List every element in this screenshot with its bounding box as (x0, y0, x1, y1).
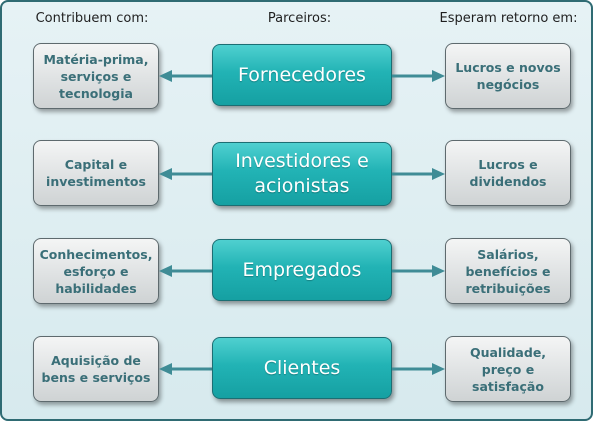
arrow-left-suppliers (159, 70, 212, 82)
return-line: negócios (476, 77, 540, 92)
arrow-right-employees (392, 265, 445, 277)
return-line: Lucros e novos (455, 60, 561, 75)
partner-box-employees: Empregados (212, 239, 392, 301)
contribution-line: habilidades (55, 280, 137, 296)
return-box-clients: Qualidade, preço e satisfação (445, 336, 571, 402)
contribution-line: bens e serviços (41, 370, 151, 385)
contribution-line: Aquisição de (51, 353, 141, 368)
partner-label: Empregados (242, 258, 362, 281)
arrow-right-suppliers (392, 70, 445, 82)
return-line: preço e (481, 361, 535, 377)
return-line: satisfação (472, 378, 544, 394)
contribution-line: serviços e (60, 68, 132, 84)
partner-label: Clientes (263, 356, 341, 379)
arrow-right-investors (392, 168, 445, 180)
arrow-left-employees (159, 265, 212, 277)
partner-label: acionistas (254, 175, 350, 197)
contribution-line: Matéria-prima, (43, 51, 149, 67)
return-box-employees: Salários, benefícios e retribuições (445, 238, 571, 304)
return-line: Lucros e (478, 157, 538, 172)
contribution-box-suppliers: Matéria-prima, serviços e tecnologia (33, 43, 159, 109)
arrow-right-clients (392, 363, 445, 375)
contribution-line: Conhecimentos, (39, 246, 153, 262)
arrow-left-clients (159, 363, 212, 375)
return-line: Salários, (477, 246, 539, 262)
partner-box-clients: Clientes (212, 337, 392, 399)
return-box-investors: Lucros e dividendos (445, 140, 571, 206)
partner-label: Fornecedores (238, 63, 366, 86)
partner-box-suppliers: Fornecedores (212, 44, 392, 106)
contribution-line: investimentos (46, 174, 146, 189)
arrow-left-investors (159, 168, 212, 180)
return-box-suppliers: Lucros e novos negócios (445, 43, 571, 109)
contribution-box-employees: Conhecimentos, esforço e habilidades (33, 238, 159, 304)
contribution-line: esforço e (63, 263, 129, 279)
return-line: Qualidade, (469, 344, 547, 360)
header-partners: Parceiros: (267, 11, 332, 26)
header-contribute: Contribuem com: (35, 11, 149, 26)
contribution-box-clients: Aquisição de bens e serviços (33, 336, 159, 402)
return-line: benefícios e (465, 263, 551, 279)
partner-label: Investidores e (235, 150, 369, 172)
return-line: retribuições (465, 280, 551, 296)
header-expect: Esperam retorno em: (439, 11, 578, 26)
contribution-box-investors: Capital e investimentos (33, 140, 159, 206)
partner-box-investors: Investidores e acionistas (212, 142, 392, 206)
contribution-line: Capital e (64, 157, 128, 172)
contribution-line: tecnologia (59, 85, 133, 101)
return-line: dividendos (469, 174, 547, 189)
